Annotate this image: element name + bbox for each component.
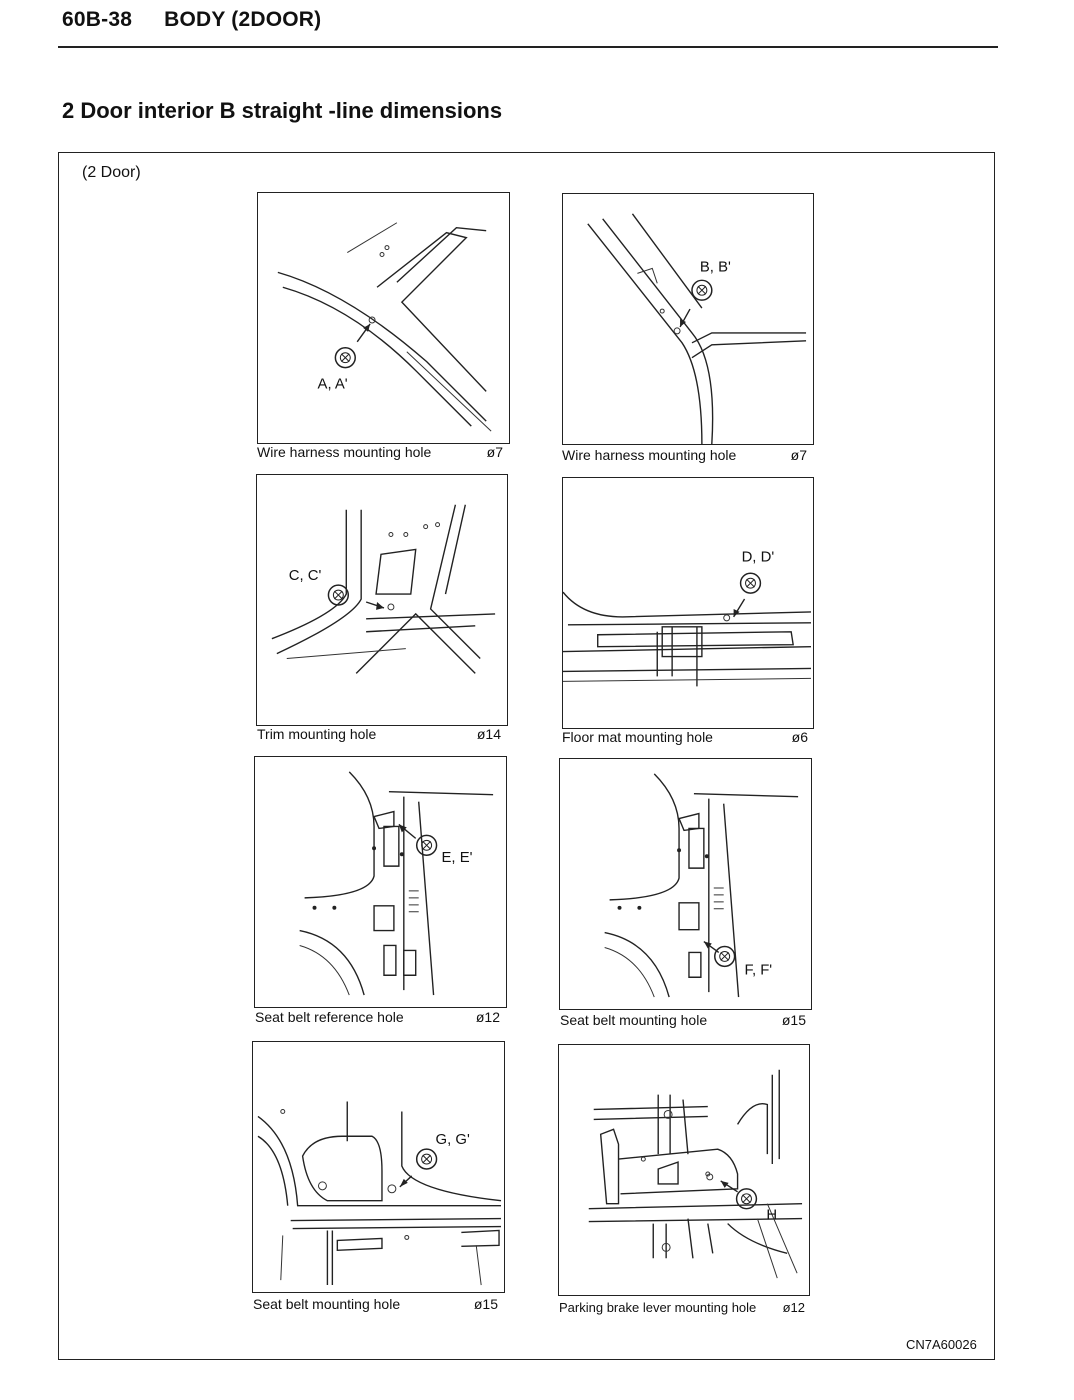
figure-h-label: H: [766, 1208, 777, 1224]
figure-g-caption-text: Seat belt mounting hole: [253, 1296, 401, 1312]
figure-a-size: ø7: [486, 444, 503, 460]
figure-e-caption: Seat belt reference hole ø12: [255, 1009, 500, 1025]
figure-g-size: ø15: [473, 1296, 498, 1312]
figure-b-caption-text: Wire harness mounting hole: [562, 447, 737, 463]
subtitle: (2 Door): [82, 164, 141, 181]
figure-a-label: A, A': [318, 376, 348, 392]
figure-h-drawing: H: [588, 1069, 803, 1279]
figure-a: A, A': [257, 192, 510, 444]
hole-marker-icon: [735, 1188, 758, 1210]
figure-b-size: ø7: [790, 447, 807, 463]
figure-frame: [58, 152, 995, 1360]
hole-marker-icon: [714, 945, 736, 968]
figure-c-caption: Trim mounting hole ø14: [257, 726, 501, 742]
figure-f-size: ø15: [781, 1012, 806, 1028]
figure-e-label: E, E': [442, 850, 473, 866]
figure-e: E, E': [254, 756, 507, 1008]
figure-h-caption: Parking brake lever mounting hole ø12: [559, 1300, 805, 1315]
figure-d-caption: Floor mat mounting hole ø6: [562, 729, 808, 745]
figure-a-drawing: A, A': [277, 222, 492, 432]
figure-c-caption-text: Trim mounting hole: [257, 726, 377, 742]
figure-c-label: C, C': [289, 568, 322, 584]
figure-g: G, G': [252, 1041, 505, 1293]
figure-b-label: B, B': [700, 259, 731, 275]
figure-c: C, C': [256, 474, 508, 726]
figure-g-caption: Seat belt mounting hole ø15: [253, 1296, 498, 1312]
hole-marker-icon: [415, 834, 438, 856]
hole-marker-icon: [739, 572, 762, 594]
figure-d-label: D, D': [742, 549, 775, 565]
page-header: 60B-38 BODY (2DOOR): [62, 8, 321, 32]
figure-d-size: ø6: [791, 729, 808, 745]
figure-e-caption-text: Seat belt reference hole: [255, 1009, 404, 1025]
figure-f-drawing: F, F': [604, 773, 799, 998]
figure-c-size: ø14: [476, 726, 501, 742]
figure-e-size: ø12: [475, 1009, 500, 1025]
figure-b-caption: Wire harness mounting hole ø7: [562, 447, 807, 463]
figure-f: F, F': [559, 758, 812, 1010]
hole-marker-icon: [334, 347, 356, 369]
header-rule: [58, 46, 998, 48]
figure-f-caption: Seat belt mounting hole ø15: [560, 1012, 806, 1028]
page-header-title: BODY (2DOOR): [164, 8, 322, 31]
figure-b-drawing: B, B': [587, 213, 807, 444]
figure-f-caption-text: Seat belt mounting hole: [560, 1012, 708, 1028]
figure-c-drawing: C, C': [271, 504, 496, 674]
figure-a-caption: Wire harness mounting hole ø7: [257, 444, 503, 460]
figure-e-drawing: E, E': [299, 771, 494, 996]
figure-g-label: G, G': [436, 1132, 470, 1148]
hole-marker-icon: [327, 584, 350, 606]
figure-d: D, D': [562, 477, 814, 729]
figure-a-caption-text: Wire harness mounting hole: [257, 444, 432, 460]
figure-f-label: F, F': [745, 962, 773, 978]
figure-code: CN7A60026: [906, 1337, 977, 1352]
hole-marker-icon: [691, 279, 713, 301]
hole-marker-icon: [415, 1148, 438, 1170]
figure-h-size: ø12: [782, 1300, 805, 1315]
figure-h: H: [558, 1044, 810, 1296]
figure-g-drawing: G, G': [257, 1101, 502, 1286]
section-title: 2 Door interior B straight -line dimensi…: [62, 98, 503, 123]
page-code: 60B-38: [62, 8, 133, 31]
figure-b: B, B': [562, 193, 814, 445]
figure-h-caption-text: Parking brake lever mounting hole: [559, 1300, 757, 1315]
figure-d-caption-text: Floor mat mounting hole: [562, 729, 713, 745]
figure-d-drawing: D, D': [563, 549, 812, 687]
